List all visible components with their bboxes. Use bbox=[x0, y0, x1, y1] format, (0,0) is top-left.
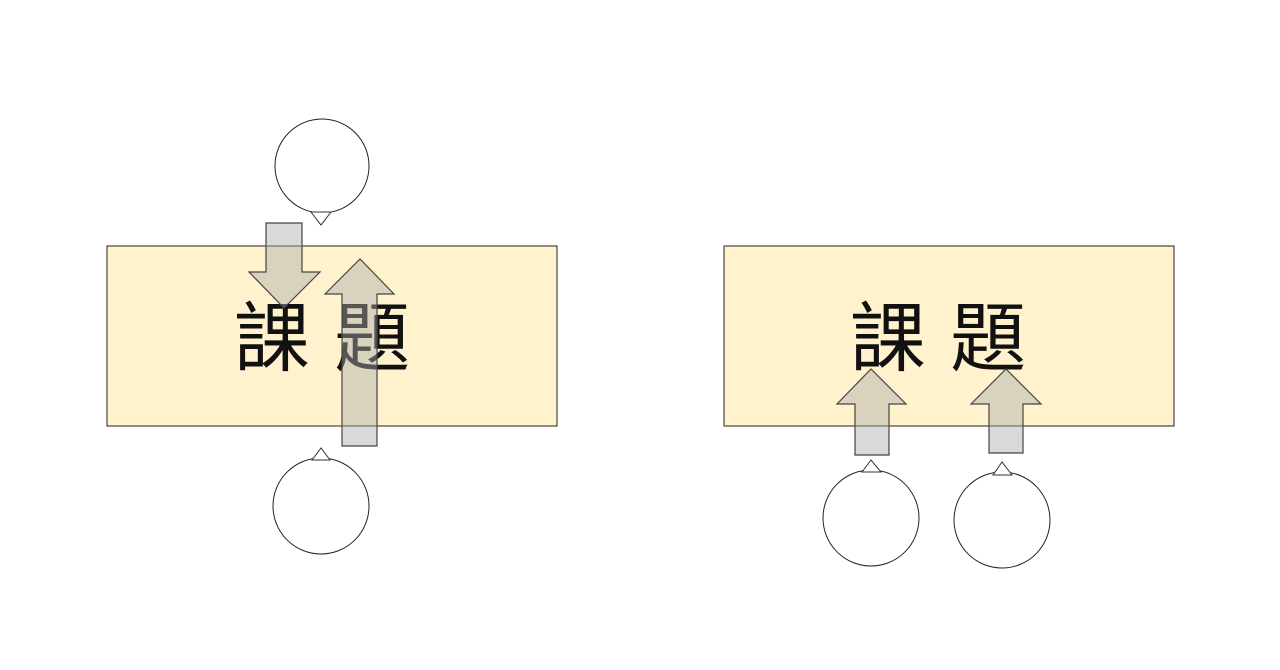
right-bottom-right-circle-pointer bbox=[992, 461, 1014, 476]
left-bottom-circle bbox=[272, 457, 370, 555]
left-top-circle-pointer bbox=[309, 211, 333, 226]
left-top-circle bbox=[274, 118, 370, 214]
right-problem-label: 課 題 bbox=[850, 294, 1026, 383]
left-down-arrow bbox=[247, 222, 322, 309]
right-bottom-right-circle bbox=[953, 471, 1051, 569]
left-up-arrow bbox=[323, 258, 396, 447]
right-bottom-left-circle bbox=[822, 469, 920, 567]
right-up-arrow-left bbox=[835, 368, 908, 456]
left-bottom-circle-pointer bbox=[311, 447, 331, 461]
left-problem-label: 課 題 bbox=[234, 294, 410, 383]
right-up-arrow-right bbox=[969, 368, 1043, 454]
left-panel: 課 題 bbox=[106, 118, 558, 555]
left-problem-box bbox=[106, 245, 558, 427]
right-bottom-left-circle-pointer bbox=[861, 459, 883, 473]
right-panel: 課 題 bbox=[723, 245, 1175, 569]
right-problem-box bbox=[723, 245, 1175, 427]
